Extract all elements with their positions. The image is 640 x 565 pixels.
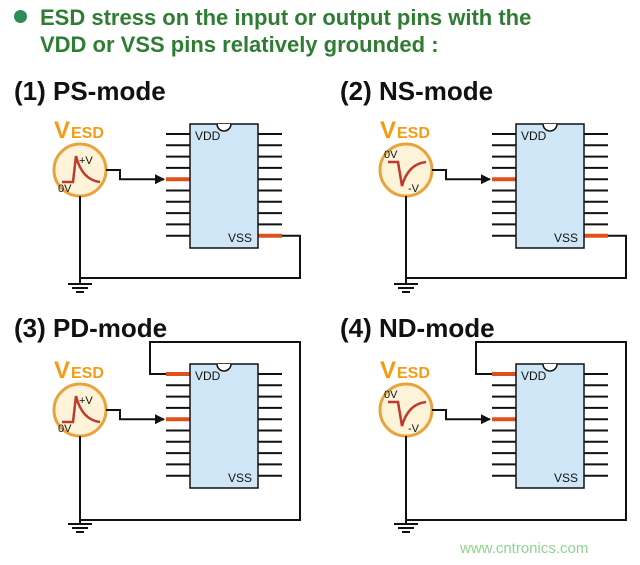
- panel-4-zero-label: 0V: [384, 389, 398, 401]
- heading: ESD stress on the input or output pins w…: [14, 4, 634, 58]
- panel-1-source-label-sub: ESD: [71, 125, 104, 142]
- panel-4-chip-body: [515, 363, 585, 489]
- panel-4-peak-label: -V: [408, 423, 420, 435]
- panel-2-peak-label: -V: [408, 183, 420, 195]
- panel-4-chip-notch: [542, 363, 558, 372]
- panel-3-vss-label: VSS: [228, 471, 252, 485]
- panel-4-return-wire: [406, 341, 627, 521]
- watermark: www.cntronics.com: [460, 540, 589, 557]
- panel-2-chip-body: [515, 123, 585, 249]
- panel-2-return-wire: [406, 234, 627, 279]
- panel-1-return-wire: [80, 234, 301, 279]
- panel-4-vdd-label: VDD: [521, 369, 547, 383]
- heading-line-2: VDD or VSS pins relatively grounded :: [40, 32, 439, 57]
- panel-4-vss-label: VSS: [554, 471, 578, 485]
- panel-3-source-label-sub: ESD: [71, 365, 104, 382]
- panel-2-pulse-waveform: [388, 160, 427, 187]
- panel-4-stress-arrow: [432, 409, 491, 425]
- panel-1-pulse-waveform: [62, 155, 101, 184]
- panel-2-source-label-sub: ESD: [397, 125, 430, 142]
- panel-2-source-label-v: V: [380, 117, 396, 144]
- panel-3-return-wire: [80, 341, 301, 521]
- panel-2-title: (2) NS-mode: [340, 76, 494, 106]
- panel-2-zero-label: 0V: [384, 149, 398, 161]
- panel-2-stress-arrow: [432, 169, 491, 185]
- panel-1-source-label-v: V: [54, 117, 70, 144]
- panel-3-title: (3) PD-mode: [14, 313, 168, 343]
- panel-3-zero-label: 0V: [58, 423, 72, 435]
- panel-1-peak-label: +V: [79, 155, 93, 167]
- panel-3-chip-body: [189, 363, 259, 489]
- panel-1-vss-label: VSS: [228, 231, 252, 245]
- panel-2-vss-label: VSS: [554, 231, 578, 245]
- bullet-icon: [14, 10, 27, 23]
- panel-4-pulse-waveform: [388, 400, 427, 427]
- panel-1-chip-notch: [216, 123, 232, 132]
- panel-1-zero-label: 0V: [58, 183, 72, 195]
- panel-4-source-label-v: V: [380, 357, 396, 384]
- panel-3-vdd-label: VDD: [195, 369, 221, 383]
- panel-2-chip-notch: [542, 123, 558, 132]
- panel-1-vdd-label: VDD: [195, 129, 221, 143]
- panel-3-source-label-v: V: [54, 357, 70, 384]
- panel-2-vdd-label: VDD: [521, 129, 547, 143]
- panel-3-peak-label: +V: [79, 395, 93, 407]
- panel-1-stress-arrow: [106, 169, 165, 185]
- panel-4-title: (4) ND-mode: [340, 313, 495, 343]
- panel-3-chip-notch: [216, 363, 232, 372]
- panel-3-stress-arrow: [106, 409, 165, 425]
- panel-4-source-label-sub: ESD: [397, 365, 430, 382]
- panel-3-pulse-waveform: [62, 395, 101, 424]
- heading-line-1: ESD stress on the input or output pins w…: [40, 5, 532, 30]
- panel-1-chip-body: [189, 123, 259, 249]
- panel-1-title: (1) PS-mode: [14, 76, 166, 106]
